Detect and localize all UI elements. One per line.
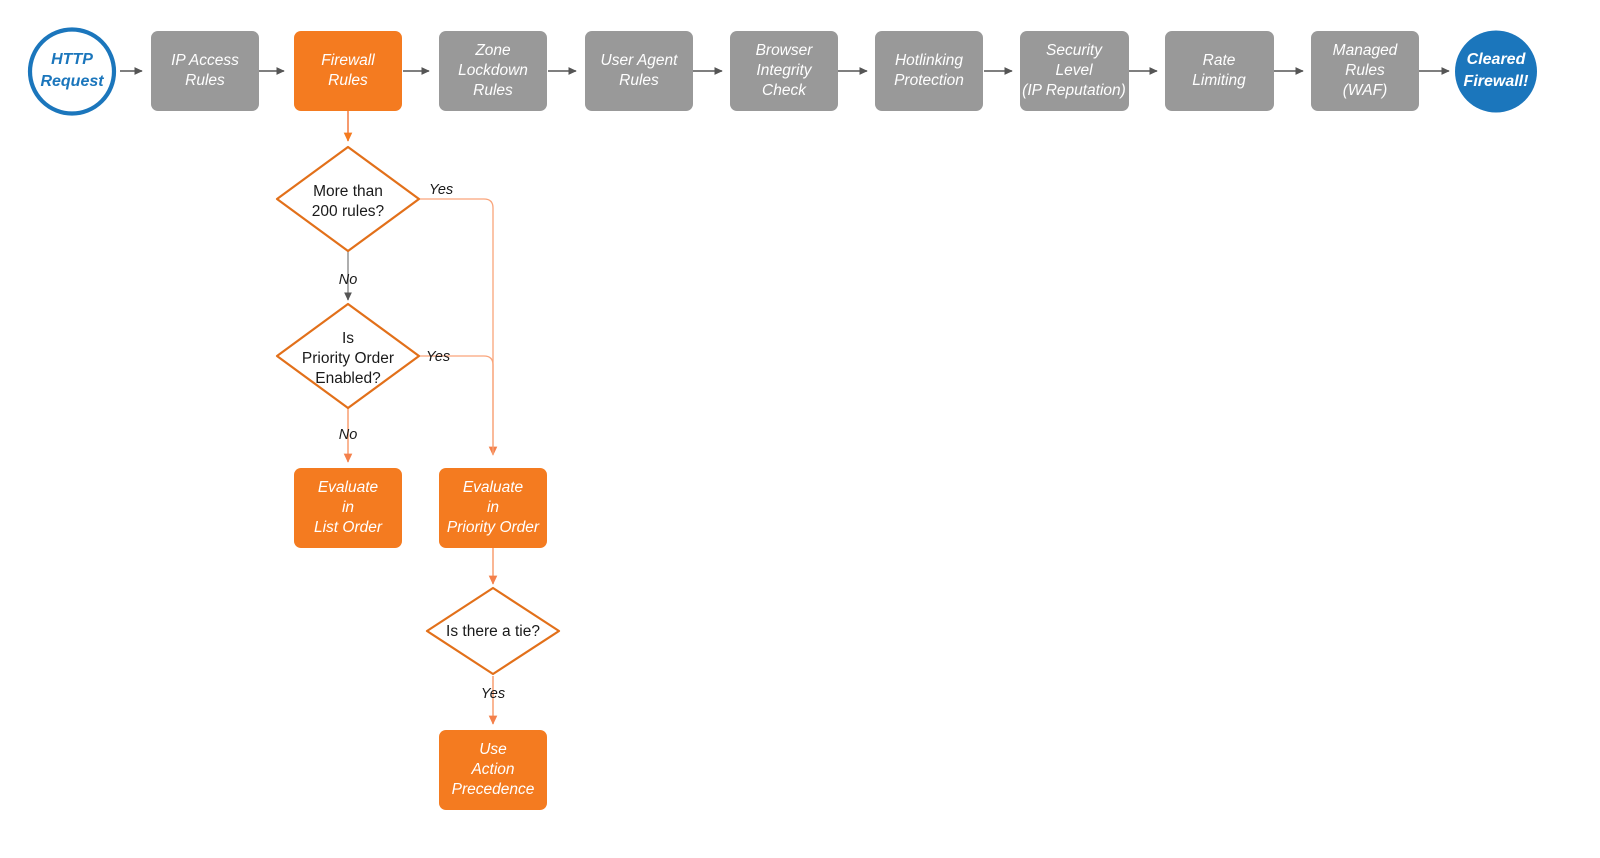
zone-lockdown-rules-label-line2: Lockdown — [458, 62, 528, 79]
edge-label-priority-no: No — [339, 427, 358, 443]
node-security-level[interactable]: Security Level (IP Reputation) — [1020, 31, 1129, 111]
evaluate-in-priority-order-label-line3: Priority Order — [447, 519, 540, 536]
edge-label-200rules-no: No — [339, 272, 358, 288]
http-request-label-line1: HTTP — [51, 51, 93, 68]
node-decision-is-there-a-tie[interactable]: Is there a tie? — [425, 586, 561, 676]
more-than-200-rules-diamond — [275, 145, 421, 253]
firewall-rules-box — [294, 31, 402, 111]
security-level-label-line1: Security — [1046, 42, 1103, 59]
node-evaluate-in-priority-order[interactable]: Evaluate in Priority Order — [439, 468, 547, 548]
branch-connectors — [343, 111, 498, 725]
http-request-circle — [27, 27, 117, 116]
zone-lockdown-rules-label-line1: Zone — [474, 42, 511, 59]
edge-label-priority-yes: Yes — [426, 349, 450, 365]
node-hotlinking-protection[interactable]: Hotlinking Protection — [875, 31, 983, 111]
evaluate-in-list-order-label-line1: Evaluate — [318, 479, 379, 496]
browser-integrity-check-label-line1: Browser — [756, 42, 814, 59]
use-action-precedence-label-line3: Precedence — [452, 781, 535, 798]
hotlinking-protection-label-line2: Protection — [894, 72, 964, 89]
http-request-label-line2: Request — [40, 73, 104, 90]
node-firewall-rules[interactable]: Firewall Rules — [294, 31, 402, 111]
zone-lockdown-rules-label-line3: Rules — [473, 82, 513, 99]
cleared-firewall-label-line2: Firewall! — [1464, 73, 1530, 90]
node-browser-integrity-check[interactable]: Browser Integrity Check — [730, 31, 838, 111]
hotlinking-protection-box — [875, 31, 983, 111]
ip-access-rules-label-line2: Rules — [185, 72, 225, 89]
evaluate-in-list-order-box — [294, 468, 402, 548]
node-user-agent-rules[interactable]: User Agent Rules — [585, 31, 693, 111]
use-action-precedence-box — [439, 730, 547, 810]
evaluate-in-priority-order-label-line1: Evaluate — [463, 479, 524, 496]
use-action-precedence-label-line2: Action — [470, 761, 514, 778]
security-level-label-line2: Level — [1055, 62, 1093, 79]
rate-limiting-box — [1165, 31, 1274, 111]
managed-rules-waf-box — [1311, 31, 1419, 111]
is-priority-order-enabled-label-line1: Is — [342, 330, 354, 347]
node-rate-limiting[interactable]: Rate Limiting — [1165, 31, 1274, 111]
managed-rules-waf-label-line1: Managed — [1333, 42, 1399, 59]
user-agent-rules-box — [585, 31, 693, 111]
edge-label-200rules-yes: Yes — [429, 182, 453, 198]
security-level-label-line3: (IP Reputation) — [1022, 82, 1126, 99]
rate-limiting-label-line2: Limiting — [1192, 72, 1246, 89]
node-decision-is-priority-order-enabled[interactable]: Is Priority Order Enabled? — [275, 302, 421, 410]
managed-rules-waf-label-line3: (WAF) — [1343, 82, 1387, 99]
cleared-firewall-circle — [1455, 30, 1537, 113]
evaluate-in-priority-order-box — [439, 468, 547, 548]
is-there-a-tie-diamond — [425, 586, 561, 676]
evaluate-in-list-order-label-line2: in — [342, 499, 354, 516]
more-than-200-rules-label-line1: More than — [313, 183, 383, 200]
node-zone-lockdown-rules[interactable]: Zone Lockdown Rules — [439, 31, 547, 111]
ip-access-rules-label-line1: IP Access — [171, 52, 239, 69]
is-priority-order-enabled-label-line2: Priority Order — [302, 350, 394, 367]
cleared-firewall-label-line1: Cleared — [1467, 51, 1527, 68]
is-priority-order-enabled-label-line3: Enabled? — [315, 370, 381, 387]
evaluate-in-list-order-label-line3: List Order — [314, 519, 383, 536]
node-cleared-firewall[interactable]: Cleared Firewall! — [1455, 30, 1537, 113]
security-level-box — [1020, 31, 1129, 111]
browser-integrity-check-box — [730, 31, 838, 111]
user-agent-rules-label-line2: Rules — [619, 72, 659, 89]
node-use-action-precedence[interactable]: Use Action Precedence — [439, 730, 547, 810]
more-than-200-rules-label-line2: 200 rules? — [312, 203, 385, 220]
node-ip-access-rules[interactable]: IP Access Rules — [151, 31, 259, 111]
rate-limiting-label-line1: Rate — [1203, 52, 1236, 69]
connector-decision-priority-yes — [419, 355, 494, 455]
node-http-request[interactable]: HTTP Request — [27, 27, 117, 116]
node-managed-rules-waf[interactable]: Managed Rules (WAF) — [1311, 31, 1419, 111]
user-agent-rules-label-line1: User Agent — [601, 52, 679, 69]
connector-decision-200rules-yes — [419, 198, 498, 456]
firewall-rules-label-line2: Rules — [328, 72, 368, 89]
browser-integrity-check-label-line2: Integrity — [756, 62, 812, 79]
firewall-rules-label-line1: Firewall — [321, 52, 375, 69]
edge-label-tie-yes: Yes — [481, 686, 505, 702]
evaluate-in-priority-order-label-line2: in — [487, 499, 499, 516]
is-there-a-tie-label-line1: Is there a tie? — [446, 623, 540, 640]
node-evaluate-in-list-order[interactable]: Evaluate in List Order — [294, 468, 402, 548]
hotlinking-protection-label-line1: Hotlinking — [895, 52, 963, 69]
managed-rules-waf-label-line2: Rules — [1345, 62, 1385, 79]
use-action-precedence-label-line1: Use — [479, 741, 507, 758]
ip-access-rules-box — [151, 31, 259, 111]
is-priority-order-enabled-diamond — [275, 302, 421, 410]
browser-integrity-check-label-line3: Check — [762, 82, 807, 99]
node-decision-more-than-200-rules[interactable]: More than 200 rules? — [275, 145, 421, 253]
zone-lockdown-rules-box — [439, 31, 547, 111]
